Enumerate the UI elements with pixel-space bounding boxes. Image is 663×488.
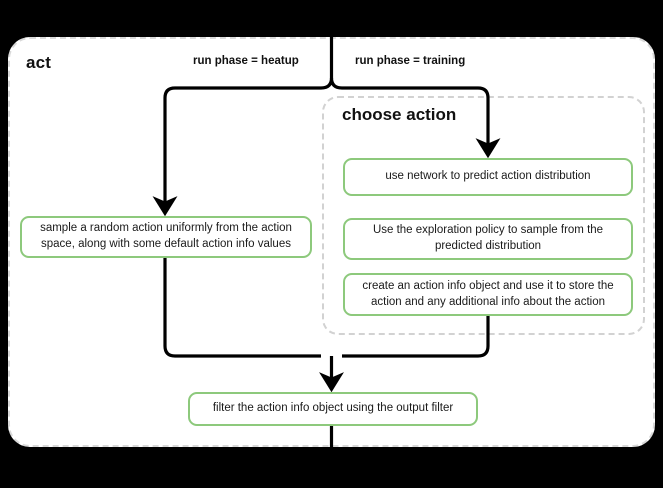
node-sample-random-action[interactable]: sample a random action uniformly from th…	[20, 216, 312, 258]
edge-label-heatup: run phase = heatup	[193, 55, 299, 67]
edge-label-training: run phase = training	[355, 55, 466, 67]
choose-action-title: choose action	[342, 105, 457, 124]
node-exploration-policy-sample[interactable]: Use the exploration policy to sample fro…	[343, 218, 633, 260]
node-use-network-predict[interactable]: use network to predict action distributi…	[343, 158, 633, 196]
node-create-action-info[interactable]: create an action info object and use it …	[343, 273, 633, 316]
act-title: act	[26, 53, 52, 72]
node-filter-output[interactable]: filter the action info object using the …	[188, 392, 478, 426]
